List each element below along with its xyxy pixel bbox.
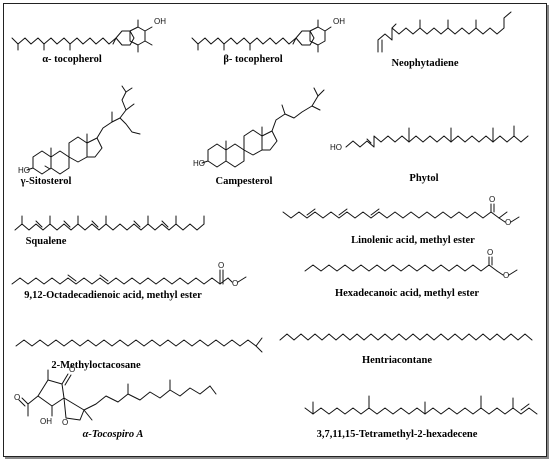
octa-o1: O bbox=[218, 261, 224, 270]
tetramethylhexadecene-structure bbox=[304, 395, 538, 415]
tocospiro-structure bbox=[18, 369, 217, 421]
label-neophytadiene: Neophytadiene bbox=[391, 58, 459, 69]
campesterol-structure bbox=[201, 87, 325, 168]
tocospiro-o3: O bbox=[62, 418, 68, 427]
tocospiro-o2: O bbox=[14, 393, 20, 402]
hexa-o2: O bbox=[503, 271, 509, 280]
label-linolenic: Linolenic acid, methyl ester bbox=[351, 235, 475, 246]
figure-frame bbox=[3, 3, 547, 457]
tocospiro-oh: OH bbox=[40, 417, 52, 426]
linolenic-o1: O bbox=[489, 195, 495, 204]
octa-o2: O bbox=[232, 279, 238, 288]
alpha-toco-oh: OH bbox=[154, 17, 166, 26]
beta-toco-oh: OH bbox=[333, 17, 345, 26]
neophytadiene-structure bbox=[377, 11, 512, 53]
label-alpha-tocopherol: α- tocopherol bbox=[42, 54, 102, 65]
label-octadecadienoic: 9,12-Octadecadienoic acid, methyl ester bbox=[24, 290, 202, 301]
linolenic-o2: O bbox=[505, 218, 511, 227]
label-hexadecanoic: Hexadecanoic acid, methyl ester bbox=[334, 288, 480, 299]
label-squalene: Squalene bbox=[25, 236, 67, 247]
hexa-o1: O bbox=[487, 248, 493, 257]
phytol-ho: HO bbox=[330, 143, 342, 152]
label-hentriacontane: Hentriacontane bbox=[362, 355, 432, 366]
label-tetramethylhexadecene: 3,7,11,15-Tetramethyl-2-hexadecene bbox=[316, 429, 478, 440]
squalene-structure bbox=[14, 215, 205, 231]
label-gamma-sitosterol: γ-Sitosterol bbox=[20, 176, 72, 187]
alpha-tocopherol-structure bbox=[11, 19, 153, 53]
hexadecanoic-structure bbox=[304, 256, 518, 276]
methyloctacosane-structure bbox=[15, 337, 263, 353]
beta-tocopherol-structure bbox=[191, 19, 332, 53]
label-beta-tocopherol: β- tocopherol bbox=[223, 54, 283, 65]
octadecadienoic-structure bbox=[11, 269, 247, 285]
label-campesterol: Campesterol bbox=[215, 176, 273, 187]
tocospiro-o1: O bbox=[69, 365, 75, 374]
label-phytol: Phytol bbox=[409, 173, 439, 184]
sitosterol-ho: HO bbox=[18, 166, 30, 175]
linolenic-structure bbox=[282, 203, 520, 223]
campesterol-ho: HO bbox=[193, 159, 205, 168]
label-tocospiro: α-Tocospiro A bbox=[82, 429, 144, 440]
hentriacontane-structure bbox=[279, 333, 533, 341]
phytol-structure bbox=[345, 125, 529, 148]
label-methyloctacosane: 2-Methyloctacosane bbox=[51, 360, 141, 371]
gamma-sitosterol-structure bbox=[26, 85, 141, 175]
